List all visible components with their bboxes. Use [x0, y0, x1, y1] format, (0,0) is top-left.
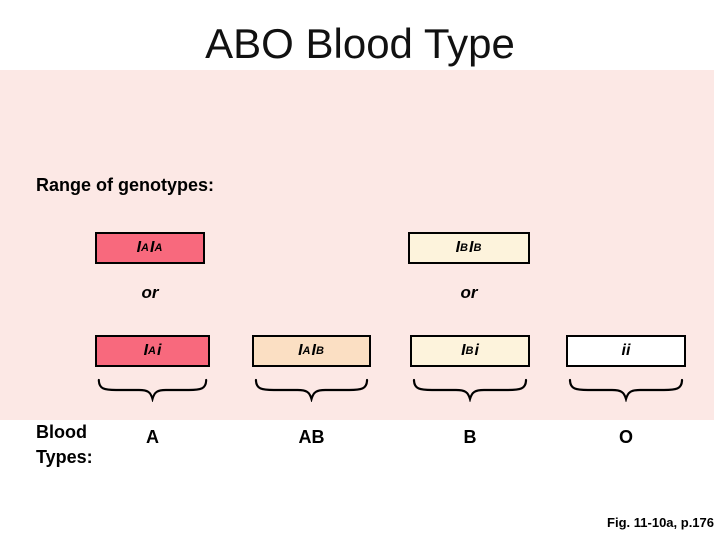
- range-of-genotypes-heading: Range of genotypes:: [36, 175, 215, 195]
- page-title: ABO Blood Type: [205, 20, 515, 67]
- underbrace-icon-ab: [252, 376, 371, 402]
- underbrace-icon-a: [95, 376, 210, 402]
- or-label-left: or: [141, 283, 159, 302]
- blood-type-b: B: [463, 427, 477, 447]
- blood-type-ab: AB: [298, 427, 325, 447]
- underbrace-icon-o: [566, 376, 686, 402]
- blood-type-o: O: [618, 427, 633, 447]
- or-label-right: or: [460, 283, 478, 302]
- genotype-box-ii: ii: [566, 335, 686, 367]
- underbrace-icon-b: [410, 376, 530, 402]
- blood-type-a: A: [146, 427, 159, 447]
- blood-types-label: Blood Types:: [36, 422, 93, 467]
- figure-caption: Fig. 11-10a, p.176: [607, 515, 714, 530]
